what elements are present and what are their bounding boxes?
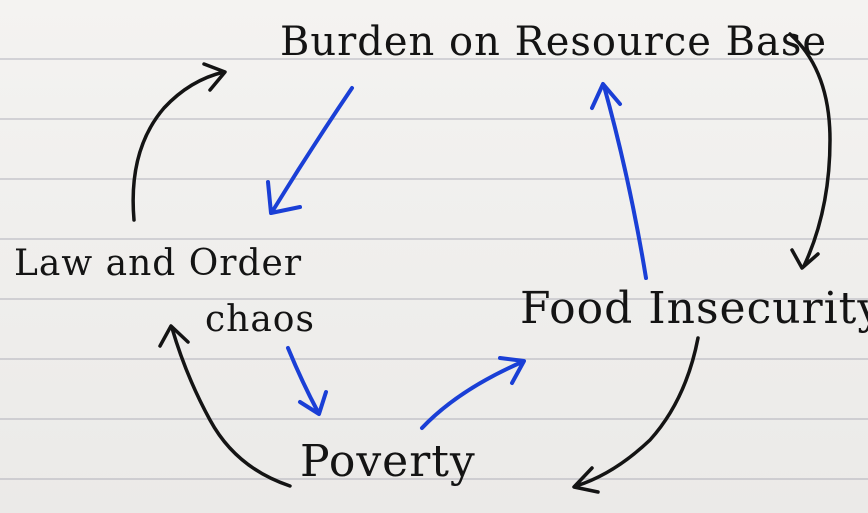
arrow-law-to-burden [131, 62, 227, 222]
arrow-food-to-burden [590, 82, 648, 280]
arrow-poverty-to-food [420, 356, 526, 430]
node-food-insecurity: Food Insecurity [520, 283, 868, 334]
node-chaos: chaos [205, 299, 315, 340]
node-burden-on-resource-base: Burden on Resource Base [280, 19, 828, 65]
arrow-chaos-to-poverty [286, 346, 328, 416]
arrow-burden-to-food [788, 32, 832, 270]
node-law-and-order: Law and Order [14, 243, 303, 284]
arrow-burden-to-law [266, 86, 354, 215]
arrow-poverty-to-law [158, 324, 292, 488]
node-poverty: Poverty [300, 436, 476, 487]
arrow-food-to-poverty [572, 336, 700, 494]
